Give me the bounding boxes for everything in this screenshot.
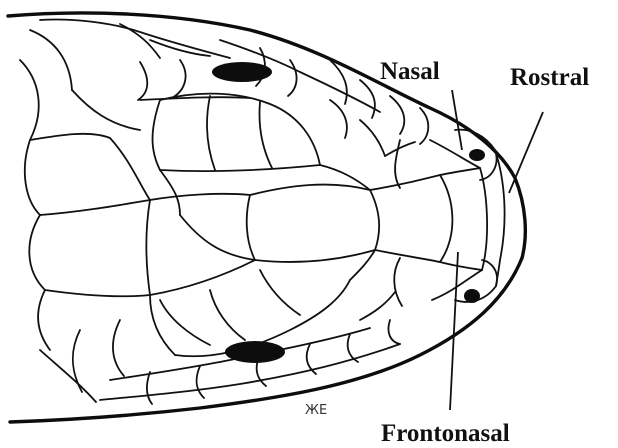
upper-eye-mark [212,62,272,82]
upper-nostril [469,149,485,161]
frontonasal-label: Frontonasal [381,420,510,447]
snout-tip-outline [515,178,525,258]
frontonasal-leader [450,252,458,410]
lower-eye-mark [225,341,285,363]
upper-lip-scales [40,20,428,145]
lower-lip-scales [40,320,400,404]
nasal-label: Nasal [380,58,440,85]
rostral-leader [509,112,543,193]
dark-marks [212,62,485,363]
top-head-outline [8,13,515,178]
leader-lines [450,90,543,410]
artist-mark: ЖE [305,403,327,418]
lower-nostril [464,289,480,303]
rostral-label: Rostral [510,64,589,91]
